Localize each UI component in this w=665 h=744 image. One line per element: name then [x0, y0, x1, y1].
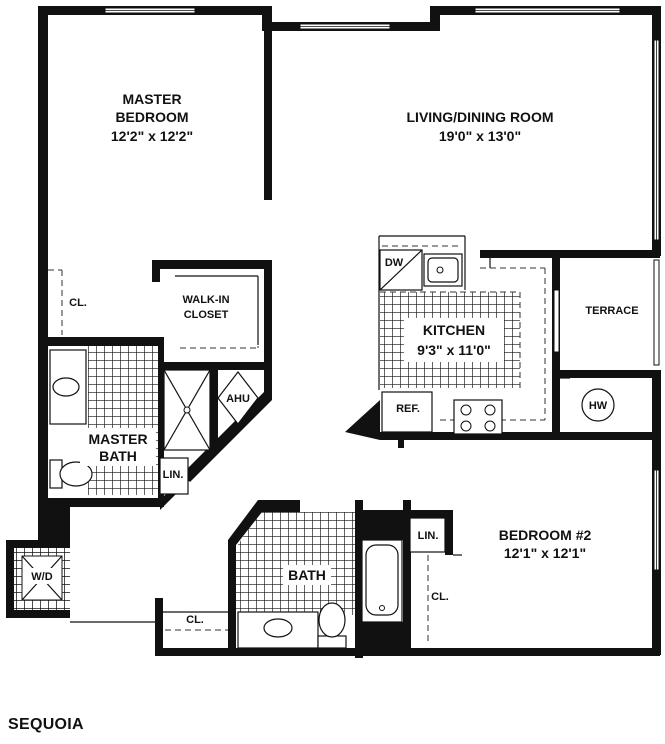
- ahu-unit: [217, 371, 259, 425]
- washer-dryer-label: W/D: [31, 571, 52, 583]
- water-heater: [581, 388, 615, 422]
- bath-label: BATH: [288, 567, 326, 583]
- living-dining-label: LIVING/DINING ROOM: [407, 109, 554, 125]
- closet-hall-label: CL.: [186, 614, 204, 626]
- linen-master-label: LIN.: [163, 469, 184, 481]
- linen-hall-label: LIN.: [418, 530, 439, 542]
- bedroom2-size: 12'1" x 12'1": [504, 545, 586, 561]
- refrigerator: [381, 391, 433, 433]
- bath-sink-icon: [263, 618, 293, 638]
- walk-in-closet-label-1: WALK-IN: [182, 294, 229, 306]
- range-stove: [453, 399, 503, 435]
- closet-bedroom2-label: CL.: [431, 591, 449, 603]
- kitchen-label: KITCHEN: [423, 322, 485, 338]
- master-bath-sink-icon: [52, 377, 80, 397]
- walk-in-closet-label-2: CLOSET: [184, 309, 229, 321]
- master-bedroom-label-1: MASTER: [122, 91, 181, 107]
- terrace-door: [553, 289, 560, 353]
- terrace-label: TERRACE: [585, 305, 638, 317]
- ahu-label: AHU: [226, 393, 250, 405]
- living-dining-size: 19'0" x 13'0": [439, 128, 521, 144]
- plan-name: SEQUOIA: [8, 716, 84, 733]
- bedroom2-label: BEDROOM #2: [499, 527, 592, 543]
- master-bath-label-2: BATH: [99, 448, 137, 464]
- master-bath-tile-floor: [88, 345, 160, 495]
- master-bath-label-1: MASTER: [88, 431, 147, 447]
- kitchen-size: 9'3" x 11'0": [417, 342, 491, 358]
- master-toilet-icon: [59, 461, 93, 487]
- window-terrace-right: [653, 259, 660, 366]
- refrigerator-label: REF.: [396, 403, 420, 415]
- master-bedroom-label-2: BEDROOM: [115, 109, 188, 125]
- closet-master-label: CL.: [69, 297, 87, 309]
- dishwasher-label: DW: [385, 257, 404, 269]
- water-heater-label: HW: [589, 400, 608, 412]
- bath-tile-floor: [236, 512, 355, 615]
- master-bedroom-size: 12'2" x 12'2": [111, 128, 193, 144]
- bath-toilet-icon: [318, 602, 346, 638]
